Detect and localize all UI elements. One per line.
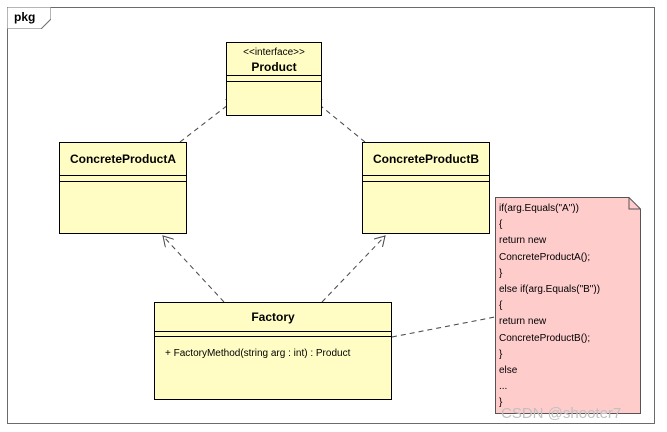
note-line: return new: [499, 316, 547, 328]
note-line: if(arg.Equals("A")): [499, 203, 579, 214]
product-stereotype: <<interface>>: [243, 47, 305, 58]
note-line: }: [499, 397, 503, 409]
note-line: else if(arg.Equals("B")): [499, 284, 601, 296]
product-operations: [227, 82, 321, 87]
concrete-product-a-operations: [60, 182, 186, 187]
note-text: if(arg.Equals("A")) { return new Concret…: [499, 201, 637, 412]
concrete-product-a-name: ConcreteProductA: [60, 143, 186, 176]
note-line: ConcreteProductA();: [499, 251, 591, 263]
class-factory[interactable]: Factory + FactoryMethod(string arg : int…: [154, 302, 392, 400]
factory-attributes: [155, 332, 391, 337]
package-label: pkg: [14, 10, 36, 24]
note-line: }: [499, 348, 503, 360]
concrete-product-b-name: ConcreteProductB: [363, 143, 489, 176]
factory-name: Factory: [155, 303, 391, 332]
note-line: else: [499, 365, 518, 377]
note-anchor-line: [391, 316, 496, 338]
concrete-product-b-operations: [363, 182, 489, 187]
product-name: Product: [251, 60, 297, 74]
concrete-product-b-attributes: [363, 176, 489, 182]
factory-operation: + FactoryMethod(string arg : int) : Prod…: [165, 348, 351, 359]
note-line: ...: [499, 381, 508, 393]
dependency-factory-to-b: [321, 236, 385, 303]
realization-a-to-product: [179, 98, 237, 143]
note-line: {: [499, 300, 503, 312]
note-line: }: [499, 267, 503, 279]
product-attributes: [227, 76, 321, 82]
dependency-factory-to-a: [163, 236, 225, 303]
class-product[interactable]: <<interface>> Product: [226, 42, 322, 116]
note-line: ConcreteProductB();: [499, 332, 591, 344]
note-line: return new: [499, 235, 547, 247]
note-shape[interactable]: [495, 197, 641, 414]
class-concrete-product-a[interactable]: ConcreteProductA: [59, 142, 187, 234]
package-frame: [7, 7, 655, 424]
note-line: {: [499, 219, 503, 231]
watermark: CSDN @shooter7: [501, 405, 622, 422]
package-tab: [7, 7, 51, 29]
concrete-product-a-attributes: [60, 176, 186, 182]
class-concrete-product-b[interactable]: ConcreteProductB: [362, 142, 490, 234]
